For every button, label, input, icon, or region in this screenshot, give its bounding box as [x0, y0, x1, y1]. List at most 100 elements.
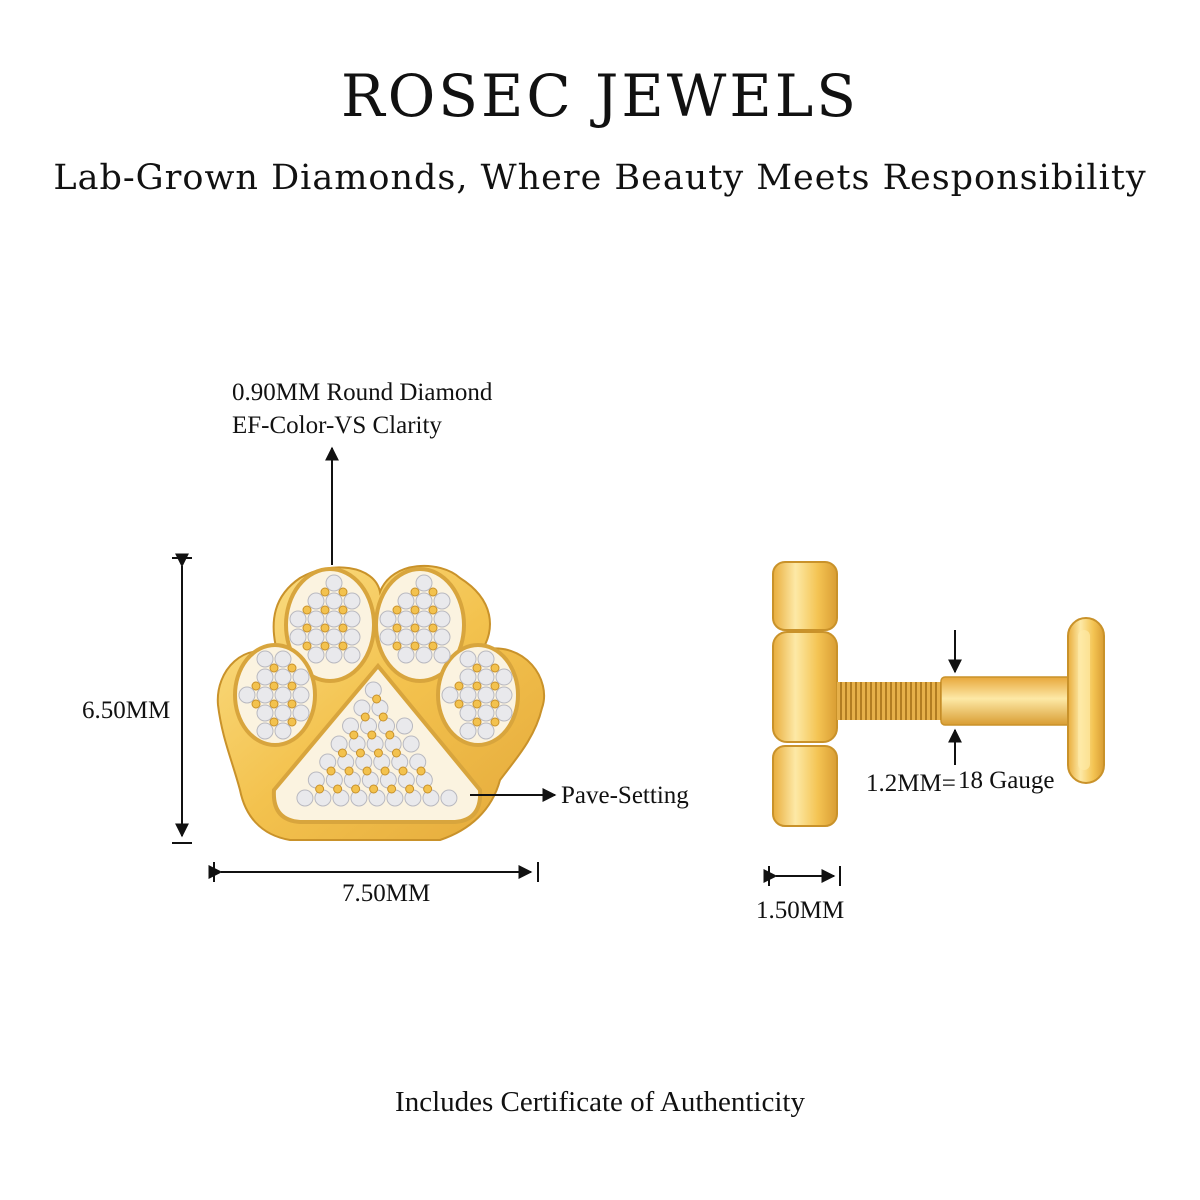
- prong-bead: [428, 605, 438, 615]
- prong-bead: [369, 784, 379, 794]
- earring-side-view: [772, 561, 1105, 827]
- prong-bead: [287, 681, 297, 691]
- prong-bead: [344, 766, 354, 776]
- prong-bead: [302, 623, 312, 633]
- diamond-stone: [477, 686, 495, 704]
- prong-bead: [410, 641, 420, 651]
- diamond-stone: [459, 704, 477, 722]
- diamond-stone: [397, 592, 415, 610]
- diamond-stone: [415, 592, 433, 610]
- prong-bead: [367, 730, 377, 740]
- diamond-stone: [343, 646, 361, 664]
- prong-bead: [378, 712, 388, 722]
- prong-bead: [392, 641, 402, 651]
- prong-bead: [337, 748, 347, 758]
- diamond-stone: [459, 722, 477, 740]
- diamond-stone: [379, 628, 397, 646]
- prong-bead: [472, 699, 482, 709]
- paw-earring-front: [216, 564, 546, 841]
- diamond-stone: [379, 610, 397, 628]
- prong-bead: [269, 663, 279, 673]
- prong-bead: [360, 712, 370, 722]
- diamond-stone: [397, 610, 415, 628]
- prong-bead: [338, 587, 348, 597]
- diamond-stone: [274, 686, 292, 704]
- diamond-stone: [325, 574, 343, 592]
- prong-bead: [428, 623, 438, 633]
- brand-title: ROSEC JEWELS: [341, 62, 859, 130]
- prong-bead: [287, 663, 297, 673]
- diamond-label-line1: 0.90MM Round Diamond: [232, 379, 493, 406]
- diamond-stone: [274, 704, 292, 722]
- prong-bead: [490, 699, 500, 709]
- prong-bead: [269, 717, 279, 727]
- diamond-stone: [256, 704, 274, 722]
- prong-bead: [349, 730, 359, 740]
- prong-bead: [472, 717, 482, 727]
- prong-bead: [392, 623, 402, 633]
- diamond-stone: [325, 592, 343, 610]
- diamond-label-line2: EF-Color-VS Clarity: [232, 412, 442, 439]
- diamond-stone: [343, 628, 361, 646]
- prong-bead: [454, 699, 464, 709]
- diamond-stone: [292, 704, 310, 722]
- diamond-stone: [256, 722, 274, 740]
- height-label: 6.50MM: [82, 697, 171, 724]
- prong-bead: [251, 681, 261, 691]
- certificate-note: Includes Certificate of Authenticity: [395, 1086, 805, 1118]
- diamond-stone: [415, 610, 433, 628]
- diamond-stone: [256, 668, 274, 686]
- diamond-stone: [296, 789, 314, 807]
- prong-bead: [302, 641, 312, 651]
- diamond-stone: [495, 668, 513, 686]
- diamond-stone: [292, 686, 310, 704]
- diamond-stone: [325, 646, 343, 664]
- diamond-stone: [477, 704, 495, 722]
- diamond-stone: [325, 610, 343, 628]
- prong-bead: [410, 587, 420, 597]
- diamond-stone: [433, 592, 451, 610]
- prong-bead: [315, 784, 325, 794]
- smooth-rod: [940, 676, 1078, 726]
- diamond-stone: [495, 686, 513, 704]
- diamond-stone: [459, 686, 477, 704]
- prong-bead: [387, 784, 397, 794]
- prong-bead: [380, 766, 390, 776]
- prong-bead: [398, 766, 408, 776]
- diamond-stone: [402, 735, 420, 753]
- gauge-label-mm: 1.2MM=: [866, 770, 956, 797]
- prong-bead: [302, 605, 312, 615]
- prong-bead: [362, 766, 372, 776]
- prong-bead: [416, 766, 426, 776]
- prong-bead: [372, 694, 382, 704]
- diamond-stone: [343, 610, 361, 628]
- prong-bead: [454, 681, 464, 691]
- diamond-stone: [274, 650, 292, 668]
- pave-diamonds: [238, 574, 513, 807]
- prong-bead: [269, 681, 279, 691]
- diamond-stone: [433, 628, 451, 646]
- diamond-stone: [477, 722, 495, 740]
- prong-bead: [472, 663, 482, 673]
- prong-bead: [385, 730, 395, 740]
- prong-bead: [320, 587, 330, 597]
- prong-bead: [490, 681, 500, 691]
- prong-bead: [269, 699, 279, 709]
- diamond-stone: [415, 628, 433, 646]
- prong-bead: [405, 784, 415, 794]
- diamond-stone: [274, 668, 292, 686]
- diamond-stone: [238, 686, 256, 704]
- prong-bead: [428, 641, 438, 651]
- tagline: Lab-Grown Diamonds, Where Beauty Meets R…: [53, 158, 1147, 198]
- diamond-stone: [307, 646, 325, 664]
- gauge-label-gauge: 18 Gauge: [958, 767, 1055, 794]
- width-label: 7.50MM: [342, 880, 431, 907]
- diamond-stone: [307, 610, 325, 628]
- prong-bead: [251, 699, 261, 709]
- setting-label: Pave-Setting: [561, 782, 689, 809]
- prong-bead: [410, 605, 420, 615]
- prong-bead: [338, 605, 348, 615]
- prong-bead: [428, 587, 438, 597]
- diamond-stone: [325, 628, 343, 646]
